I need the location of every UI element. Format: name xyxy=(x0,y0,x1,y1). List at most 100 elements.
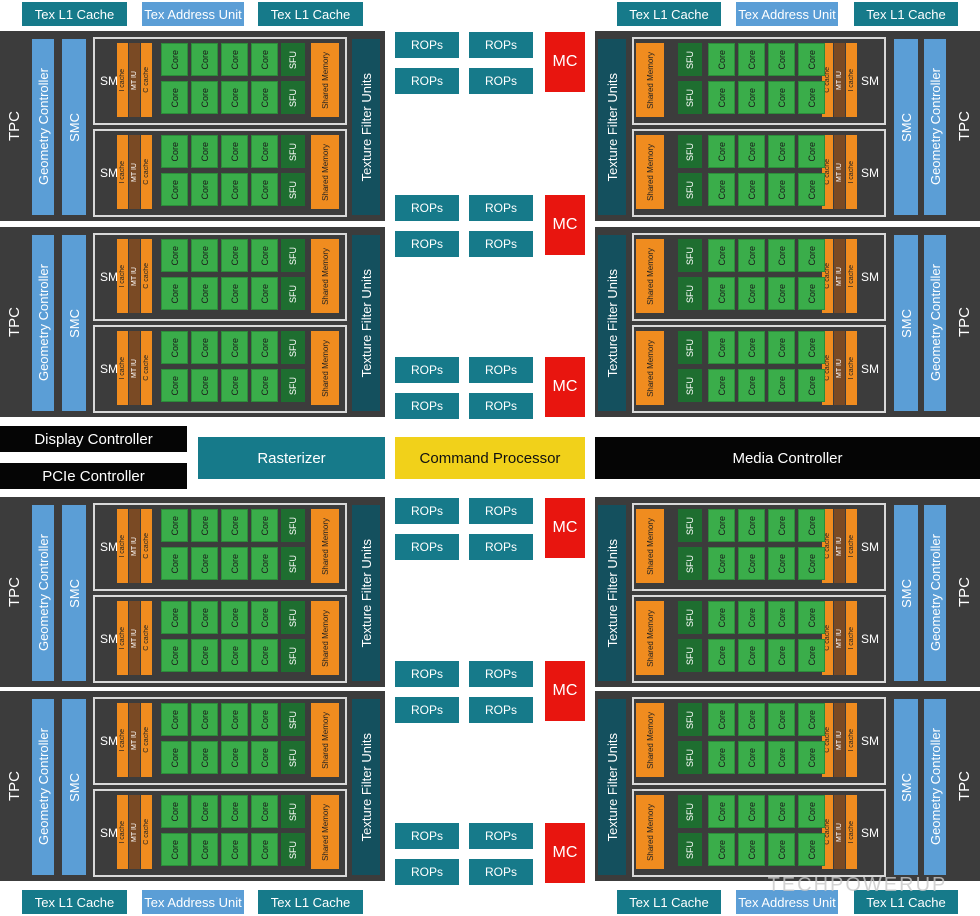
core-label: Core xyxy=(259,607,270,628)
core-label: Core xyxy=(746,245,757,266)
sm-i-cache-label: I cache xyxy=(848,264,855,288)
sfu-label: SFU xyxy=(288,802,298,821)
rops-box: ROPs xyxy=(395,859,459,885)
shared-memory-label: Shared Memory xyxy=(320,247,330,305)
sfu-label: SFU xyxy=(685,142,695,161)
sm-c-cache-label: C cache xyxy=(824,355,831,381)
core-label: Core xyxy=(169,747,180,768)
core-cell: Core xyxy=(251,43,278,76)
core-label: Core xyxy=(169,375,180,396)
sm-c-cache-label: C cache xyxy=(143,67,150,93)
core-cell: Core xyxy=(798,81,825,114)
core-cell: Core xyxy=(708,369,735,402)
tpc-title-label: TPC xyxy=(5,577,23,607)
smc-block-label: SMC xyxy=(898,308,914,338)
sm-mt-iu-label: MT IU xyxy=(836,628,843,648)
core-cell: Core xyxy=(708,43,735,76)
tex-box-top_row-2: Tex L1 Cache xyxy=(258,2,363,26)
core-cell: Core xyxy=(768,509,795,542)
core-label: Core xyxy=(776,245,787,266)
sm-i-cache: I cache xyxy=(117,135,128,209)
core-label: Core xyxy=(169,283,180,304)
shared-memory-label: Shared Memory xyxy=(645,247,655,305)
sfu-cell: SFU xyxy=(678,277,702,310)
rops-box: ROPs xyxy=(395,195,459,221)
core-label: Core xyxy=(776,747,787,768)
sm-i-cache-label: I cache xyxy=(119,534,126,558)
smc-block-label: SMC xyxy=(66,578,82,608)
core-cell: Core xyxy=(768,81,795,114)
core-cell: Core xyxy=(251,277,278,310)
pcie-controller: PCIe Controller xyxy=(0,463,187,489)
memory-controller: MC xyxy=(545,195,585,255)
core-label: Core xyxy=(806,375,817,396)
sm-mt-iu: MT IU xyxy=(129,331,140,405)
core-cell: Core xyxy=(221,703,248,736)
geometry-controller: Geometry Controller xyxy=(924,235,946,411)
geometry-controller: Geometry Controller xyxy=(32,505,54,681)
sm-c-cache-label: C cache xyxy=(824,67,831,93)
sm-c-cache: C cache xyxy=(141,135,152,209)
core-cell: Core xyxy=(191,173,218,206)
core-label: Core xyxy=(806,553,817,574)
core-label: Core xyxy=(229,801,240,822)
sm-c-cache-label: C cache xyxy=(143,263,150,289)
sm-i-cache: I cache xyxy=(117,795,128,869)
core-cell: Core xyxy=(221,369,248,402)
core-cell: Core xyxy=(738,601,765,634)
rops-box: ROPs xyxy=(469,498,533,524)
core-label: Core xyxy=(259,141,270,162)
core-label: Core xyxy=(229,49,240,70)
smc-block: SMC xyxy=(894,505,918,681)
core-label: Core xyxy=(229,283,240,304)
tpc-title: TPC xyxy=(0,497,28,687)
core-label: Core xyxy=(806,747,817,768)
core-cell: Core xyxy=(798,277,825,310)
core-label: Core xyxy=(806,709,817,730)
core-cell: Core xyxy=(708,331,735,364)
tpc-title: TPC xyxy=(0,31,28,221)
sm-i-cache-label: I cache xyxy=(119,728,126,752)
core-label: Core xyxy=(199,645,210,666)
core-cell: Core xyxy=(221,795,248,828)
core-label: Core xyxy=(259,553,270,574)
sm-c-cache-label: C cache xyxy=(824,159,831,185)
sm-c-cache: C cache xyxy=(822,703,833,777)
core-cell: Core xyxy=(191,369,218,402)
geometry-controller-label: Geometry Controller xyxy=(927,264,943,382)
sm-title: SM xyxy=(861,826,879,840)
core-label: Core xyxy=(259,283,270,304)
sfu-label: SFU xyxy=(685,646,695,665)
core-label: Core xyxy=(806,337,817,358)
core-cell: Core xyxy=(221,741,248,774)
core-label: Core xyxy=(746,141,757,162)
sm-title: SM xyxy=(100,270,118,284)
watermark-text: TECHPOWERUP xyxy=(767,873,948,896)
core-cell: Core xyxy=(738,81,765,114)
sm-c-cache: C cache xyxy=(822,795,833,869)
core-cell: Core xyxy=(191,639,218,672)
core-label: Core xyxy=(259,801,270,822)
sm-mt-iu-label: MT IU xyxy=(131,358,138,378)
tpc-title-label: TPC xyxy=(5,111,23,141)
core-cell: Core xyxy=(221,81,248,114)
geometry-controller-label: Geometry Controller xyxy=(927,728,943,846)
core-label: Core xyxy=(716,283,727,304)
core-cell: Core xyxy=(738,277,765,310)
sm-title: SM xyxy=(861,362,879,376)
sfu-cell: SFU xyxy=(678,795,702,828)
core-cell: Core xyxy=(251,795,278,828)
sm-c-cache-label: C cache xyxy=(143,819,150,845)
core-label: Core xyxy=(716,49,727,70)
core-label: Core xyxy=(776,87,787,108)
sm-i-cache: I cache xyxy=(117,703,128,777)
core-cell: Core xyxy=(708,135,735,168)
core-label: Core xyxy=(229,645,240,666)
core-cell: Core xyxy=(161,173,188,206)
shared-memory: Shared Memory xyxy=(311,509,339,583)
tpc-title: TPC xyxy=(950,691,978,881)
sm-mt-iu-label: MT IU xyxy=(836,730,843,750)
core-label: Core xyxy=(716,179,727,200)
sm-mt-iu-label: MT IU xyxy=(131,628,138,648)
core-cell: Core xyxy=(798,43,825,76)
